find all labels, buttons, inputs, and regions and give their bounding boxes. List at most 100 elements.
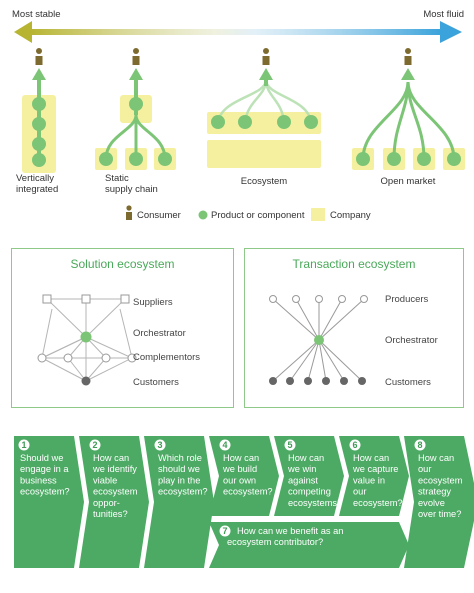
step-number-badge (154, 439, 166, 451)
step-question-line: competing (288, 487, 331, 497)
role-producers: Producers (385, 294, 429, 305)
step-number-badge (89, 439, 101, 451)
step-question-line: viable (93, 475, 117, 485)
step-question-line: against (288, 475, 318, 485)
step-number: 1 (21, 440, 26, 450)
step-question-line: strategy (418, 487, 451, 497)
step-number-badge (349, 439, 361, 451)
stability-spectrum-arrow (14, 21, 462, 43)
step-question-line: Which role (158, 453, 202, 463)
step-chevron (209, 522, 409, 568)
transaction-ecosystem-title: Transaction ecosystem (292, 257, 416, 271)
consumer-icon (35, 48, 43, 65)
consumer-icon (404, 48, 412, 65)
model-label-vertically-integrated: Vertically integrated (16, 173, 58, 195)
step-question-line: we identify (92, 464, 137, 474)
step-number-badge (284, 439, 296, 451)
step-chevron (404, 436, 474, 568)
step-number-badge (18, 439, 30, 451)
model-label-open-market: Open market (381, 176, 436, 187)
step-number-badge (414, 439, 426, 451)
step-chevron (274, 436, 344, 516)
most-stable-label: Most stable (12, 9, 61, 20)
step-question-line: How can we benefit as an (237, 526, 343, 536)
step-question-line: our (353, 487, 366, 497)
consumer-legend-icon (126, 205, 132, 220)
step-chevron (79, 436, 149, 568)
model-ecosystem (207, 48, 321, 168)
step-question-line: we capture (352, 464, 398, 474)
step-question-line: ecosystem (418, 475, 463, 485)
legend-product: Product or component (211, 210, 305, 221)
step-number-badge (219, 525, 231, 537)
step-question-line: business (20, 475, 57, 485)
legend-consumer: Consumer (137, 210, 181, 221)
step-question-line: we win (287, 464, 316, 474)
step-question-line: ecosystems? (288, 498, 342, 508)
step-chevron (339, 436, 409, 516)
step-question-line: evolve (418, 498, 445, 508)
step-question-line: Should we (20, 453, 63, 463)
step-question-line: How can (353, 453, 389, 463)
step-number: 7 (222, 526, 227, 536)
step-question-line: ecosystem (93, 487, 138, 497)
step-number: 6 (352, 440, 357, 450)
most-fluid-label: Most fluid (423, 9, 464, 20)
step-question-line: ecosystem? (353, 498, 403, 508)
step-question-line: ecosystem? (20, 487, 70, 497)
step-number-badge (219, 439, 231, 451)
solution-network (37, 294, 137, 386)
step-question-line: How can (418, 453, 454, 463)
role-customers: Customers (133, 377, 179, 388)
step-question-line: value in (353, 475, 385, 485)
consumer-icon (262, 48, 270, 65)
step-question-line: should we (158, 464, 200, 474)
step-question-line: How can (288, 453, 324, 463)
transaction-network (269, 295, 368, 385)
role-suppliers: Suppliers (133, 297, 173, 308)
legend-company: Company (330, 210, 371, 221)
step-chevron (144, 436, 214, 568)
step-chevron (209, 436, 279, 516)
step-question-line: How can (93, 453, 129, 463)
role-customers: Customers (385, 377, 431, 388)
model-label-ecosystem: Ecosystem (241, 176, 288, 187)
step-number: 2 (92, 440, 97, 450)
step-question-line: over time? (418, 509, 461, 519)
model-vertically-integrated (22, 48, 56, 173)
consumer-icon (132, 48, 140, 65)
step-question-line: our own (223, 475, 256, 485)
product-legend-icon (198, 210, 208, 220)
role-complementors: Complementors (133, 352, 201, 363)
step-question-line: engage in a (20, 464, 69, 474)
step-question-line: ecosystem? (223, 487, 273, 497)
company-legend-icon (311, 208, 325, 221)
step-number: 3 (157, 440, 162, 450)
solution-ecosystem-box: Solution ecosystem Suppli (11, 248, 234, 408)
role-orchestrator: Orchestrator (385, 335, 438, 346)
step-question-line: we build (222, 464, 257, 474)
step-question-line: ecosystem? (158, 487, 208, 497)
ecosystem-spectrum-diagram: Most stable Most fluid (12, 9, 465, 221)
step-question-line: our (418, 464, 431, 474)
step-question-line: tunities? (93, 509, 128, 519)
step-question-line: How can (223, 453, 259, 463)
step-number: 5 (287, 440, 292, 450)
solution-ecosystem-title: Solution ecosystem (70, 257, 175, 271)
legend: Consumer Product or component Company (126, 205, 371, 221)
step-number: 4 (222, 440, 227, 450)
model-open-market (352, 48, 465, 170)
model-label-static-supply-chain: Static supply chain (105, 173, 158, 195)
transaction-ecosystem-box: Transaction ecosystem Producers Orchestr… (244, 248, 464, 408)
role-orchestrator: Orchestrator (133, 328, 186, 339)
step-question-line: play in the (158, 475, 200, 485)
step-question-line: oppor- (93, 498, 120, 508)
step-number: 8 (417, 440, 422, 450)
